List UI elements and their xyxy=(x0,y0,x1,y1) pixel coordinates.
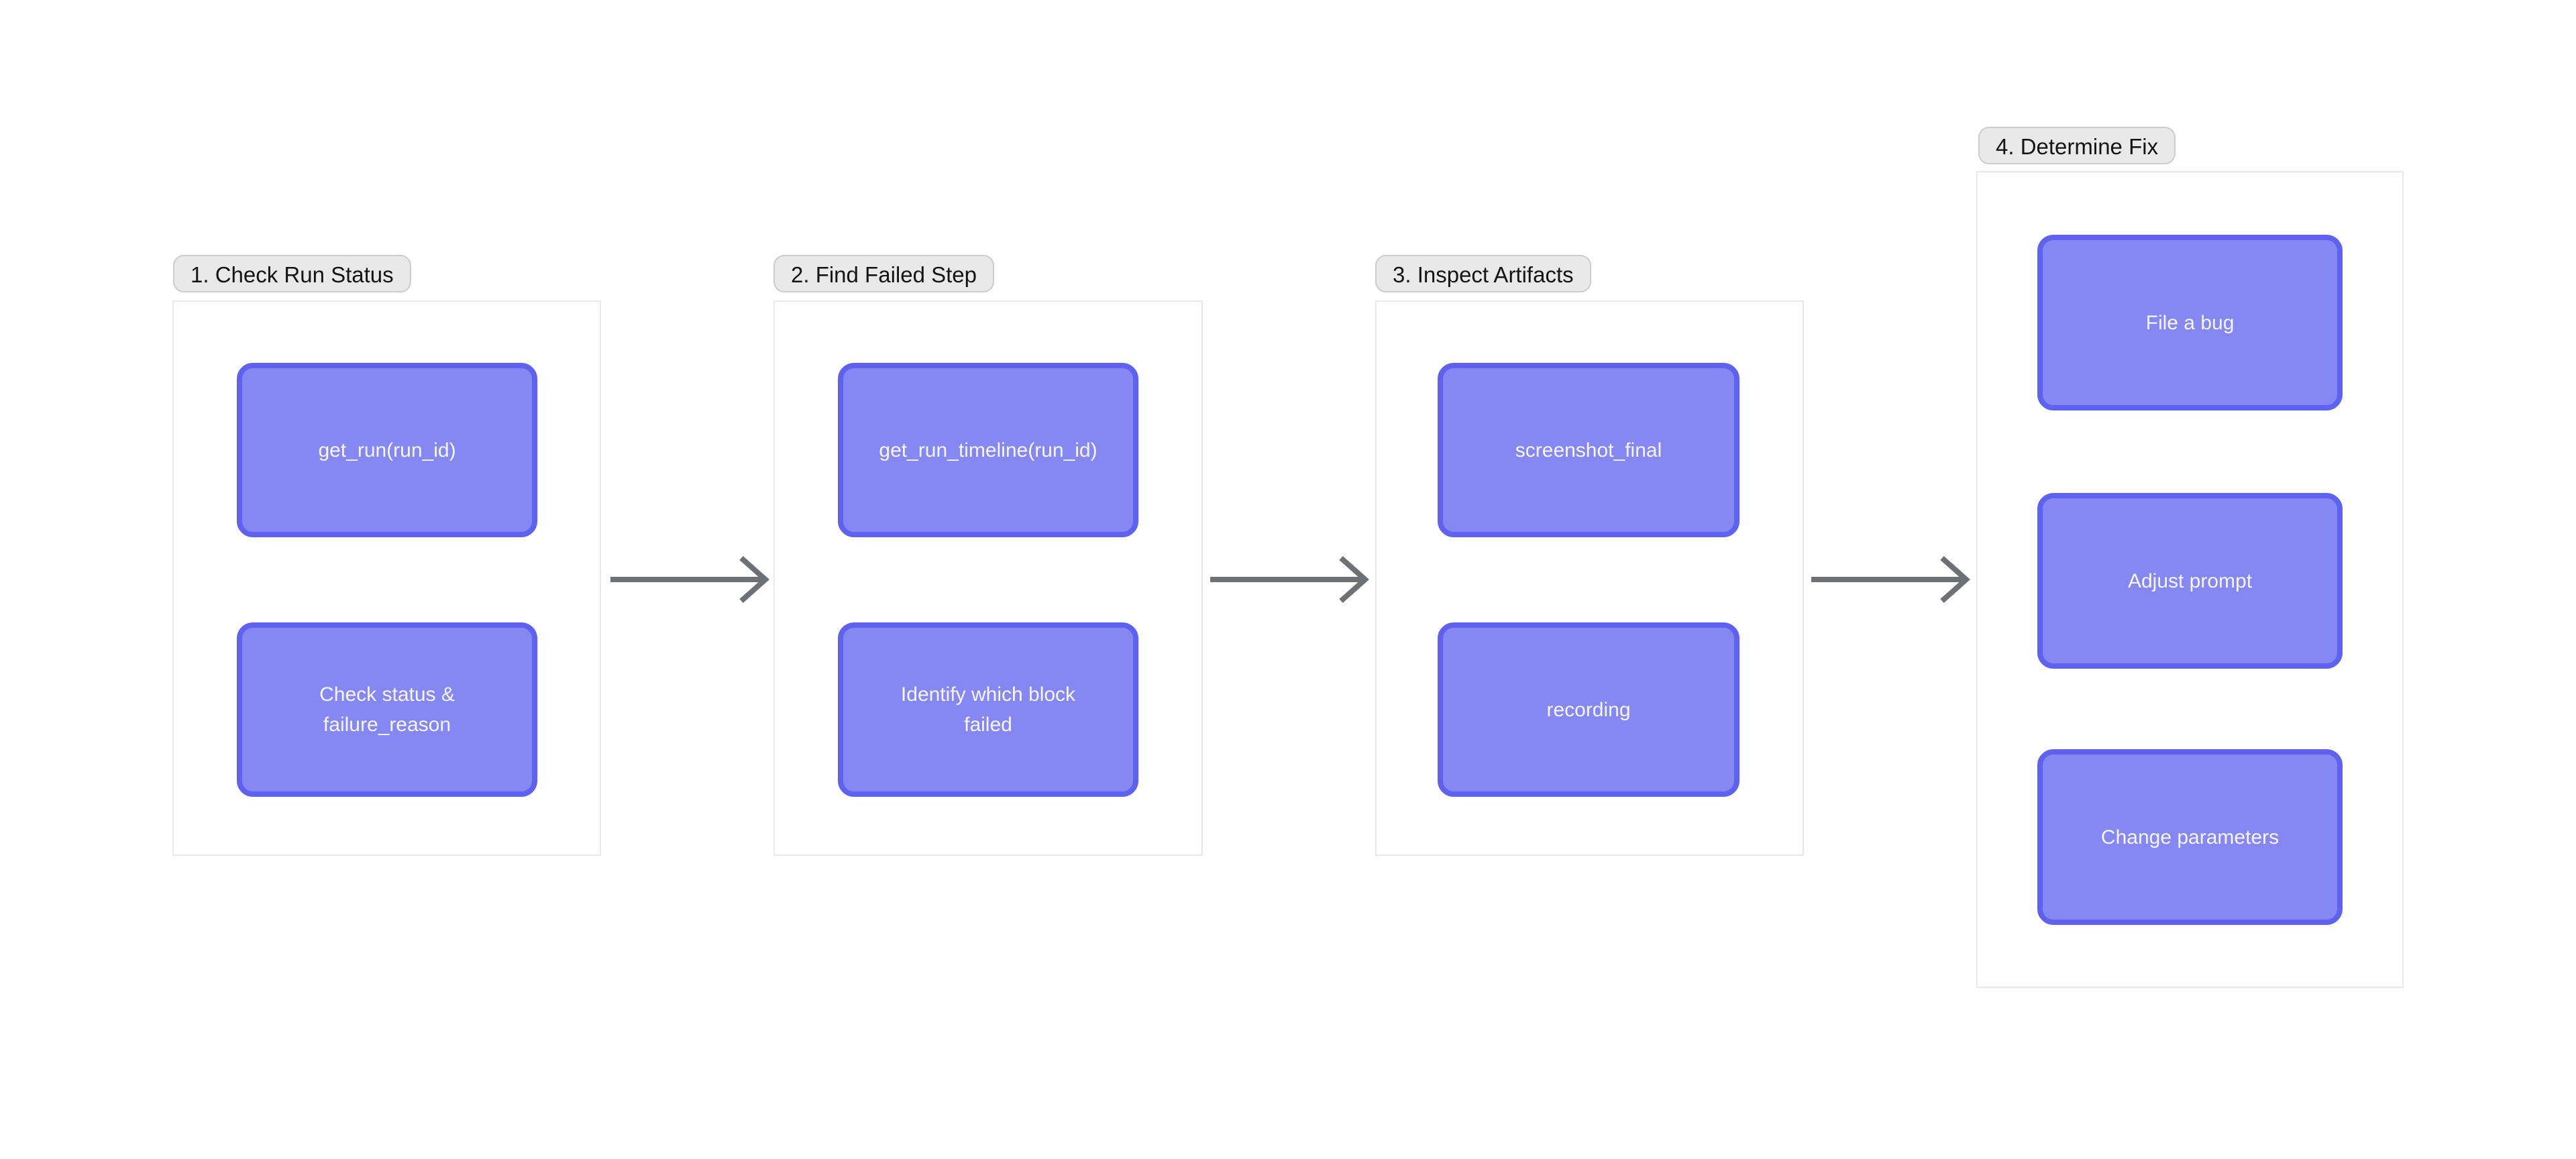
arrow-right-icon xyxy=(610,556,770,603)
group-label-find-failed-step: 2. Find Failed Step xyxy=(773,255,994,292)
node-change-parameters: Change parameters xyxy=(2037,749,2343,925)
group-label-check-run-status: 1. Check Run Status xyxy=(173,255,411,292)
group-label-determine-fix: 4. Determine Fix xyxy=(1978,127,2176,164)
node-get-run: get_run(run_id) xyxy=(237,363,537,537)
flow-arrow-2 xyxy=(1209,529,1370,630)
node-recording: recording xyxy=(1438,622,1739,797)
node-screenshot-final: screenshot_final xyxy=(1438,363,1739,537)
arrow-right-icon xyxy=(1811,556,1971,603)
node-check-status-failure-reason: Check status & failure_reason xyxy=(237,622,537,797)
node-file-a-bug: File a bug xyxy=(2037,235,2343,410)
node-get-run-timeline: get_run_timeline(run_id) xyxy=(838,363,1138,537)
group-label-inspect-artifacts: 3. Inspect Artifacts xyxy=(1375,255,1591,292)
node-identify-failed-block: Identify which block failed xyxy=(838,622,1138,797)
flow-arrow-3 xyxy=(1810,529,1971,630)
flow-arrow-1 xyxy=(609,529,770,630)
arrow-right-icon xyxy=(1210,556,1370,603)
node-adjust-prompt: Adjust prompt xyxy=(2037,493,2343,669)
